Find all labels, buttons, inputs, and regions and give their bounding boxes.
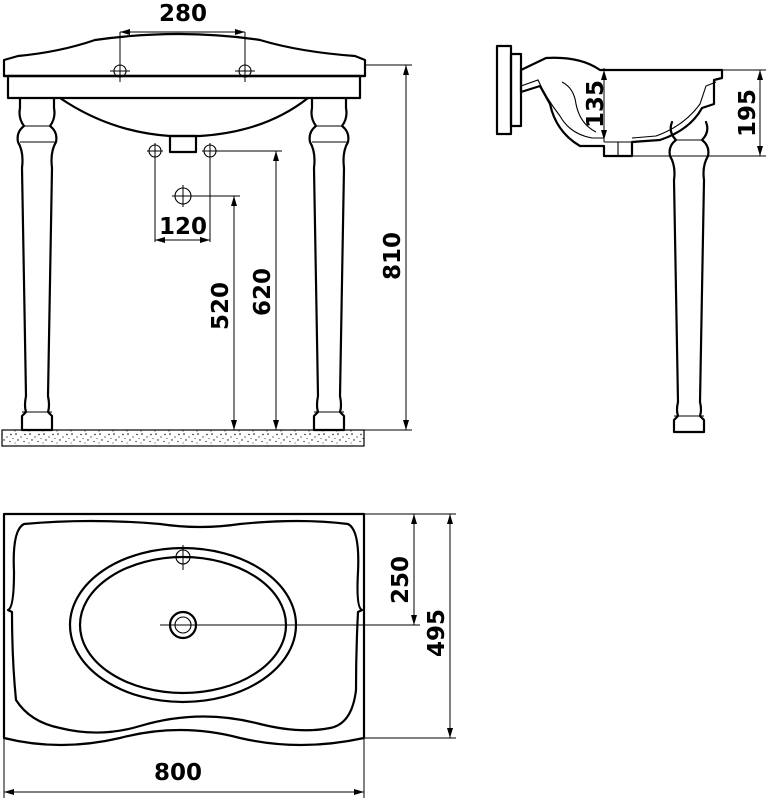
basin-top-outline	[2, 512, 366, 747]
dim-tap-spacing: 280	[119, 1, 246, 82]
dim-waste-height: 520	[183, 195, 240, 430]
dim-basin-depth: 135	[583, 68, 609, 142]
basin-bowl-front	[58, 96, 310, 138]
label-195: 195	[735, 89, 761, 137]
dim-outlet-height: 620	[210, 150, 282, 430]
front-view: 280 120 520 620	[1, 1, 412, 447]
side-view: 135 195	[495, 44, 766, 434]
dim-tap-to-waste: 250	[194, 513, 420, 626]
dim-rim-height: 195	[632, 69, 766, 157]
side-leg	[668, 120, 710, 434]
dim-waste-spacing: 120	[154, 151, 211, 243]
label-120: 120	[159, 214, 207, 240]
label-135: 135	[583, 80, 609, 128]
basin-apron	[6, 74, 362, 100]
label-620: 620	[250, 268, 276, 316]
label-520: 520	[208, 282, 234, 330]
leg-left	[16, 96, 58, 432]
top-view: 250 495 800	[2, 512, 456, 798]
label-800: 800	[154, 760, 202, 786]
basin-top-slab	[2, 32, 367, 78]
label-280: 280	[159, 1, 207, 27]
label-810: 810	[380, 232, 406, 280]
drain-top	[160, 610, 206, 640]
tap-hole-top	[172, 545, 194, 570]
dim-total-height: 810	[364, 64, 412, 431]
waste-outlet	[168, 134, 198, 154]
basin-section	[519, 56, 724, 158]
label-495: 495	[424, 609, 450, 657]
label-250: 250	[388, 556, 414, 604]
leg-right	[308, 96, 350, 432]
dim-basin-depth-top: 495	[364, 513, 456, 739]
wall-bracket	[495, 44, 513, 136]
floor-hatch	[1, 429, 365, 447]
basin-rim-inner	[6, 519, 364, 734]
dim-basin-width: 800	[3, 738, 365, 798]
